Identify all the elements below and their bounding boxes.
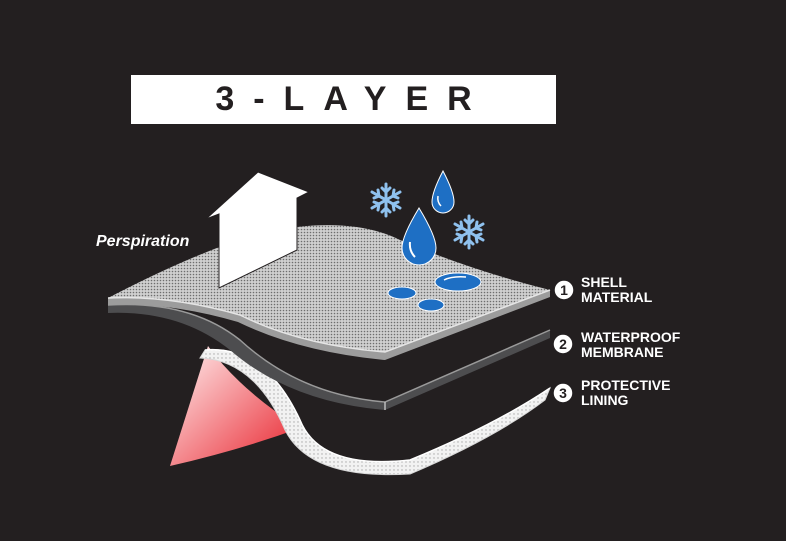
layer-label-line: LINING (581, 392, 629, 408)
water-drop-icon (417, 298, 445, 312)
snowflake-icon (453, 214, 485, 250)
layer-label-line: PROTECTIVE (581, 377, 671, 393)
up-arrow-icon (205, 171, 311, 289)
layer-number-badge-2: 2 (552, 333, 574, 355)
layer-label-membrane: WATERPROOF MEMBRANE (581, 330, 680, 360)
layer-number: 2 (559, 336, 567, 352)
layer-label-shell: SHELL MATERIAL (581, 275, 652, 305)
water-drop-icon (401, 207, 437, 266)
layer-label-line: MATERIAL (581, 289, 653, 305)
waterproof-membrane-layer (108, 304, 550, 410)
layer-label-line: SHELL (581, 274, 627, 290)
perspiration-label: Perspiration (96, 233, 190, 250)
heat-wedge (170, 346, 300, 466)
water-drop-icon (434, 272, 482, 292)
layer-number-badge-1: 1 (553, 279, 575, 301)
layer-label-line: WATERPROOF (581, 329, 681, 345)
title: 3-LAYER (215, 80, 491, 118)
snowflake-icon (370, 182, 402, 218)
water-drop-icon (431, 169, 455, 214)
layer-label-lining: PROTECTIVE LINING (581, 378, 670, 408)
layer-number-badge-3: 3 (552, 382, 574, 404)
layer-number: 3 (559, 385, 567, 401)
title-banner: 3-LAYER (131, 75, 556, 124)
layer-label-line: MEMBRANE (581, 344, 664, 360)
water-drop-icon (387, 286, 417, 300)
layer-number: 1 (560, 282, 568, 298)
